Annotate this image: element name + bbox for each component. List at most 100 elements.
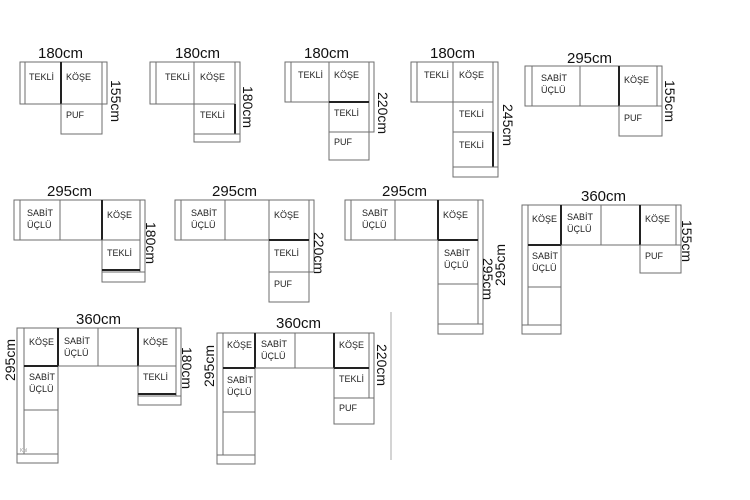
module-label: ÜÇLÜ — [29, 384, 54, 394]
config-295-295: 295cm SABİT ÜÇLÜ KÖŞE SABİT ÜÇLÜ 295cm — [344, 183, 496, 335]
module-label: KÖŞE — [645, 214, 670, 224]
left-arm — [284, 61, 292, 103]
module-label: KÖŞE — [143, 337, 168, 347]
module-kose — [23, 327, 59, 367]
bottom-arm — [521, 324, 562, 335]
module-label: PUF — [274, 279, 293, 289]
bottom-arm-right — [137, 395, 182, 406]
config-180-180: 180cm TEKLİ KÖŞE TEKLİ 180cm — [149, 45, 256, 143]
width-dimension: 295cm — [212, 183, 257, 200]
left-arm — [174, 199, 182, 241]
module-kose — [527, 204, 562, 246]
module-label: KÖŞE — [624, 75, 649, 85]
module-label: KÖŞE — [339, 340, 364, 350]
module-sabit-uclu — [254, 332, 296, 369]
module-tekli — [290, 61, 330, 103]
module-puf — [639, 244, 682, 274]
module-label: KÖŞE — [334, 70, 359, 80]
module-sabit-uclu — [350, 199, 396, 241]
module-tekli — [137, 365, 177, 397]
module-label: SABİT — [261, 339, 288, 349]
module-kose — [452, 61, 494, 103]
back-rest-left — [16, 327, 25, 455]
height-dimension: 220cm — [374, 344, 390, 386]
module-label: ÜÇLÜ — [541, 85, 566, 95]
height-dimension: 220cm — [311, 232, 327, 274]
bottom-arm-left — [216, 454, 256, 465]
config-295-220: 295cm SABİT ÜÇLÜ KÖŞE TEKLİ PUF 220cm — [174, 183, 327, 303]
module-tekli — [155, 61, 195, 105]
width-dimension: 360cm — [276, 315, 321, 332]
bottom-arm-left — [16, 453, 59, 464]
module-label: PUF — [624, 113, 643, 123]
bottom-arm — [437, 323, 484, 335]
module-label: KÖŞE — [200, 72, 225, 82]
module-puf — [333, 397, 375, 425]
module-label: KÖŞE — [443, 210, 468, 220]
back-rest — [368, 61, 375, 133]
module-sabit-uclu — [222, 367, 256, 413]
module-sabit-part — [97, 327, 139, 367]
module-sabit-part — [23, 409, 59, 455]
left-height-dimension: 295cm — [2, 339, 18, 381]
module-label: TEKLİ — [165, 72, 190, 82]
width-dimension: 295cm — [382, 183, 427, 200]
module-label: TEKLİ — [424, 70, 449, 80]
config-180-245: 180cm TEKLİ KÖŞE TEKLİ TEKLİ 245cm — [410, 45, 516, 178]
module-label: ÜÇLÜ — [444, 260, 469, 270]
module-label: TEKLİ — [298, 70, 323, 80]
back-rest-left — [216, 332, 224, 456]
module-kose — [193, 61, 236, 105]
module-tekli — [416, 61, 454, 103]
module-sabit-part — [437, 283, 479, 325]
module-label: KÖŞE — [227, 340, 252, 350]
module-label: ÜÇLÜ — [567, 224, 592, 234]
module-sabit-part — [222, 411, 256, 456]
left-arm — [344, 199, 352, 241]
module-sabit-part — [224, 199, 270, 241]
module-kose — [101, 199, 141, 241]
module-label: KÖŞE — [66, 72, 91, 82]
module-tekli — [333, 367, 370, 399]
module-label: TEKLİ — [200, 110, 225, 120]
back-rest — [101, 61, 108, 105]
module-sabit-uclu — [180, 199, 226, 241]
left-arm — [13, 199, 21, 241]
module-sabit-part — [394, 199, 439, 241]
module-label: SABİT — [362, 208, 389, 218]
module-puf — [60, 103, 103, 135]
module-label: ÜÇLÜ — [227, 387, 252, 397]
module-label: PUF — [645, 251, 664, 261]
module-label: TEKLİ — [459, 140, 484, 150]
module-tekli — [452, 101, 494, 133]
width-dimension: 180cm — [38, 45, 83, 62]
module-tekli — [24, 61, 62, 105]
module-sabit-uclu — [57, 327, 99, 367]
module-label: SABİT — [191, 208, 218, 218]
left-height-dimension: 295cm — [201, 345, 217, 387]
module-kose — [333, 332, 370, 369]
module-label: KÖŞE — [274, 210, 299, 220]
module-tekli — [101, 239, 141, 273]
height-dimension: 155cm — [108, 80, 124, 122]
module-kose — [268, 199, 310, 241]
width-dimension: 295cm — [47, 183, 92, 200]
height-dimension: 245cm — [500, 104, 516, 146]
width-dimension: 360cm — [76, 311, 121, 328]
config-295-155: 295cm SABİT ÜÇLÜ KÖŞE PUF 155cm — [524, 50, 678, 137]
back-rest — [308, 199, 315, 273]
module-puf — [618, 105, 663, 137]
module-label: PUF — [334, 137, 353, 147]
module-label: SABİT — [541, 73, 568, 83]
module-label: ÜÇLÜ — [532, 263, 557, 273]
module-label: PUF — [339, 403, 358, 413]
module-label: TEKLİ — [334, 108, 359, 118]
width-dimension: 360cm — [581, 188, 626, 205]
config-360-155: 360cm KÖŞE SABİT ÜÇLÜ KÖŞE PUF SABİT ÜÇL… — [492, 188, 695, 335]
module-sabit-uclu — [23, 365, 59, 411]
module-label: TEKLİ — [29, 72, 54, 82]
width-dimension: 180cm — [175, 45, 220, 62]
module-label: SABİT — [64, 336, 91, 346]
module-sabit-part — [527, 286, 562, 326]
